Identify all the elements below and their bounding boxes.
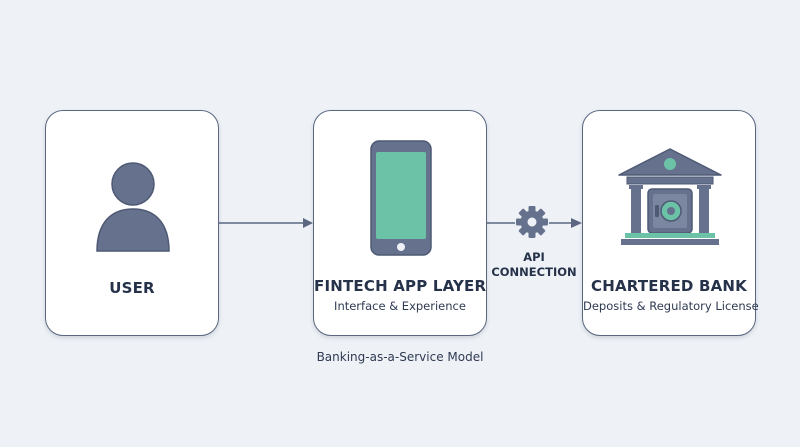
bank-vault-icon	[618, 148, 722, 245]
arrow-user-to-app	[219, 218, 313, 228]
arrow-app-to-bank	[487, 218, 582, 228]
smartphone-icon	[370, 140, 432, 256]
api-connection-label: API CONNECTION	[486, 250, 582, 280]
bank-title: CHARTERED BANK	[590, 277, 747, 295]
app-subtitle: Interface & Experience	[334, 299, 466, 313]
bank-node: CHARTERED BANK Deposits & Regulatory Lic…	[582, 110, 759, 336]
bank-subtitle: Deposits & Regulatory License	[583, 299, 759, 313]
fintech-app-node: FINTECH APP LAYER Interface & Experience	[313, 110, 487, 336]
model-caption: Banking-as-a-Service Model	[316, 350, 484, 364]
user-node: USER	[45, 110, 219, 336]
app-title: FINTECH APP LAYER	[314, 277, 487, 295]
user-title: USER	[109, 279, 155, 297]
api-label-line2: CONNECTION	[491, 265, 577, 279]
user-icon	[96, 162, 170, 252]
api-label-line1: API	[523, 250, 545, 264]
gear-icon	[516, 206, 548, 238]
